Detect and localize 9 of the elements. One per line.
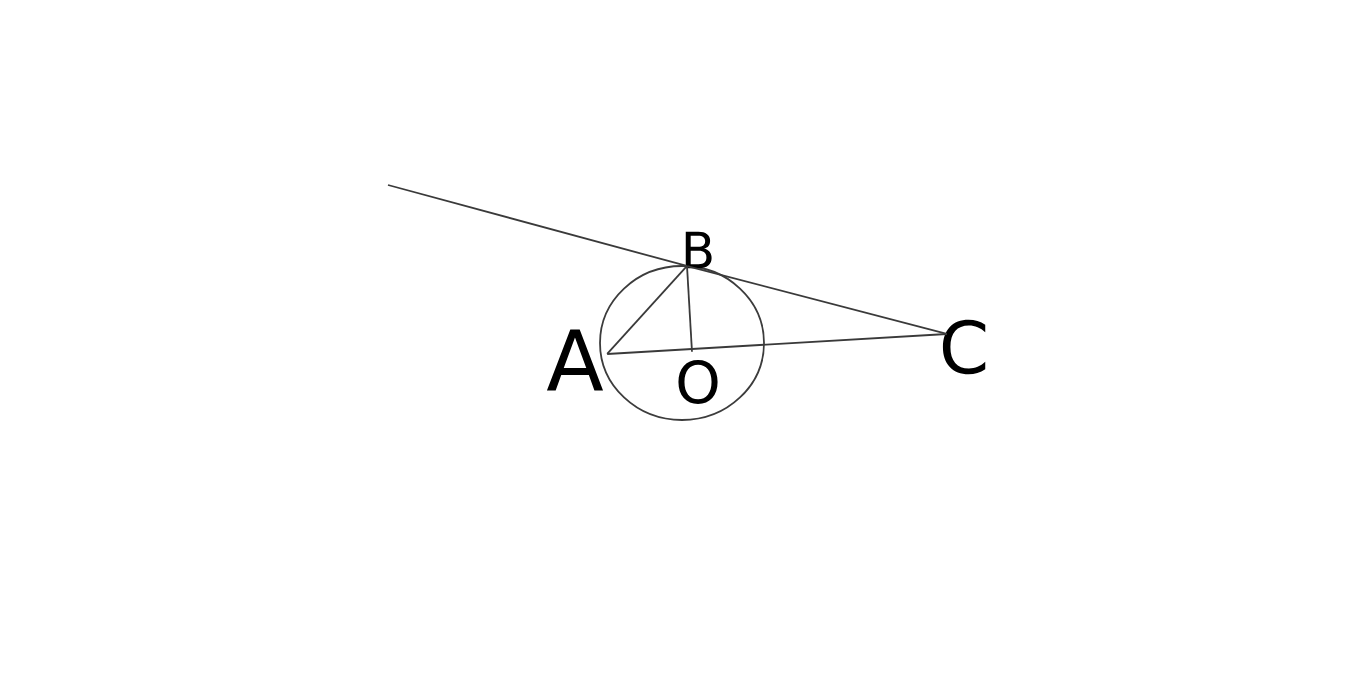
line-segment bbox=[606, 333, 948, 355]
point-label: C bbox=[942, 319, 986, 375]
line-segment bbox=[686, 265, 693, 353]
point-label: B bbox=[685, 231, 712, 269]
line-segment bbox=[387, 184, 688, 267]
point-label: O bbox=[678, 360, 718, 404]
line-segment bbox=[686, 265, 948, 335]
point-label: A bbox=[546, 329, 604, 391]
line-segment bbox=[606, 265, 688, 355]
